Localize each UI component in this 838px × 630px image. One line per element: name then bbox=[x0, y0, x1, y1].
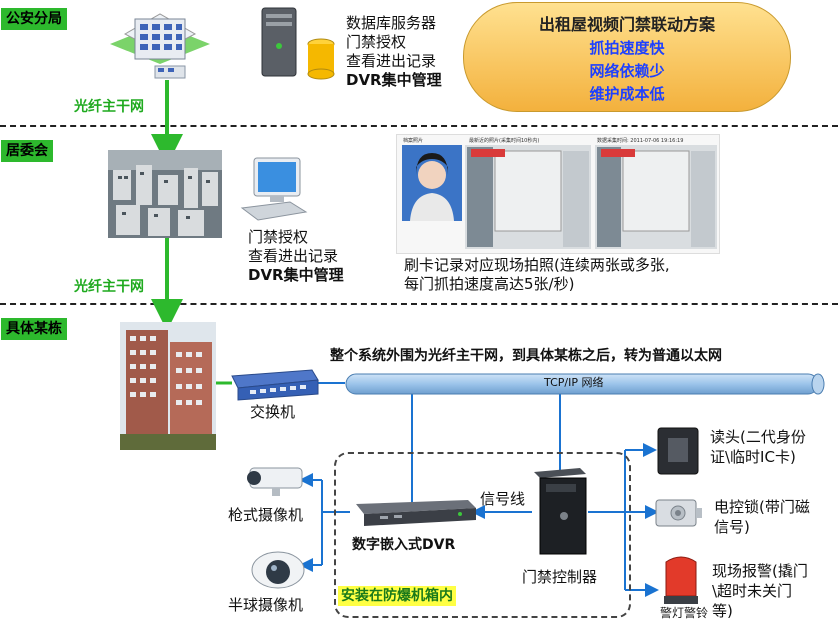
latest-photo-1-image bbox=[465, 145, 591, 249]
committee-text-3: DVR集中管理 bbox=[248, 266, 344, 284]
fiber-label-1: 光纤主干网 bbox=[74, 99, 144, 115]
reader-text-2: 证\临时IC卡) bbox=[710, 448, 796, 466]
box-label: 安装在防爆机箱内 bbox=[338, 586, 456, 606]
bullet-camera-icon bbox=[247, 467, 303, 496]
server-icon bbox=[261, 7, 297, 77]
network-note: 整个系统外围为光纤主干网，到具体某栋之后，转为普通以太网 bbox=[330, 348, 722, 364]
photo-label-latest: 最新近的照片(采集时间10秒内) bbox=[469, 138, 540, 144]
solution-pill: 出租屋视频门禁联动方案 抓拍速度快 网络依赖少 维护成本低 bbox=[463, 2, 791, 112]
lock-text-1: 电控锁(带门磁 bbox=[714, 498, 810, 516]
electric-lock-icon bbox=[655, 499, 702, 527]
alarm-text-1: 现场报警(撬门 bbox=[712, 562, 808, 580]
dome-camera-icon bbox=[251, 551, 305, 589]
divider-middle bbox=[0, 303, 838, 305]
switch-icon bbox=[231, 369, 319, 401]
alarm-text-2: \超时未关门 bbox=[712, 582, 793, 600]
database-icon bbox=[307, 38, 335, 80]
residential-city-image bbox=[108, 150, 222, 238]
solution-item-3: 维护成本低 bbox=[589, 85, 665, 103]
signal-line-label: 信号线 bbox=[480, 490, 526, 508]
card-reader-icon bbox=[657, 427, 699, 475]
reader-text-1: 读头(二代身份 bbox=[710, 428, 806, 446]
solution-title: 出租屋视频门禁联动方案 bbox=[538, 15, 715, 34]
server-text-1: 数据库服务器 bbox=[346, 14, 437, 32]
apartment-building-image bbox=[120, 322, 216, 450]
section-bureau-label: 公安分局 bbox=[1, 8, 67, 30]
computer-icon bbox=[240, 157, 308, 221]
photo-caption-1: 刷卡记录对应现场拍照(连续两张或多张, bbox=[404, 256, 670, 274]
server-text-2: 门禁授权 bbox=[346, 33, 407, 51]
lock-text-2: 信号) bbox=[714, 518, 750, 536]
divider-top bbox=[0, 125, 838, 127]
tcp-ip-network-pipe bbox=[345, 373, 825, 395]
switch-label: 交换机 bbox=[250, 403, 296, 421]
photo-caption-2: 每门抓拍速度高达5张/秒) bbox=[404, 275, 575, 293]
committee-text-2: 查看进出记录 bbox=[248, 247, 339, 265]
capture-photo-panel: 档案照片 最新近的照片(采集时间10秒内) 数据采集时间: 2011-07-06… bbox=[396, 134, 720, 254]
alarm-sub-label: 警灯警铃 bbox=[660, 606, 709, 620]
latest-photo-2-image bbox=[595, 145, 717, 249]
bullet-camera-label: 枪式摄像机 bbox=[228, 506, 304, 524]
explosion-proof-box bbox=[334, 452, 631, 618]
police-bureau-building-icon bbox=[110, 13, 210, 79]
photo-label-archive: 档案照片 bbox=[403, 138, 424, 144]
alarm-text-3: 等) bbox=[712, 602, 733, 620]
controller-label: 门禁控制器 bbox=[522, 568, 598, 586]
archive-photo-image bbox=[402, 145, 462, 221]
dome-camera-label: 半球摄像机 bbox=[228, 596, 304, 614]
server-text-4: DVR集中管理 bbox=[346, 71, 442, 89]
server-text-3: 查看进出记录 bbox=[346, 52, 437, 70]
fiber-label-2: 光纤主干网 bbox=[74, 279, 144, 295]
solution-item-1: 抓拍速度快 bbox=[589, 39, 665, 57]
section-building-label: 具体某栋 bbox=[1, 318, 67, 340]
dvr-icon bbox=[356, 500, 476, 526]
access-controller-icon bbox=[534, 468, 587, 555]
dvr-label: 数字嵌入式DVR bbox=[352, 537, 456, 553]
photo-label-time: 数据采集时间: 2011-07-06 19:16:19 bbox=[597, 138, 684, 144]
section-committee-label: 居委会 bbox=[1, 140, 53, 162]
tcp-ip-label: TCP/IP 网络 bbox=[544, 376, 604, 389]
solution-item-2: 网络依赖少 bbox=[589, 62, 665, 80]
committee-text-1: 门禁授权 bbox=[248, 228, 309, 246]
alarm-light-icon bbox=[664, 556, 698, 604]
